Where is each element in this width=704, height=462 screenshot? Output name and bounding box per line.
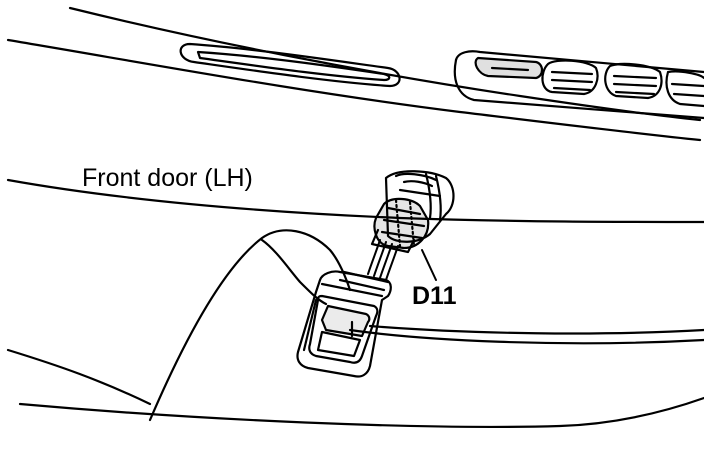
armrest-lower-edge bbox=[368, 324, 704, 335]
panel-bottom-edge bbox=[18, 396, 704, 428]
armrest-upper-edge bbox=[6, 178, 704, 224]
door-pocket-opening bbox=[148, 229, 704, 422]
connector-label: D11 bbox=[412, 282, 457, 310]
d11-leader-line bbox=[421, 249, 437, 281]
panel-lower-curve bbox=[6, 348, 152, 406]
connector-d11 bbox=[370, 197, 430, 254]
power-window-switch-panel bbox=[453, 50, 704, 120]
location-label: Front door (LH) bbox=[82, 164, 253, 192]
door-handle-recess bbox=[179, 42, 401, 88]
upper-trim-edge bbox=[6, 38, 702, 142]
window-switch-unit bbox=[296, 270, 392, 378]
harness-grommet bbox=[384, 170, 455, 243]
